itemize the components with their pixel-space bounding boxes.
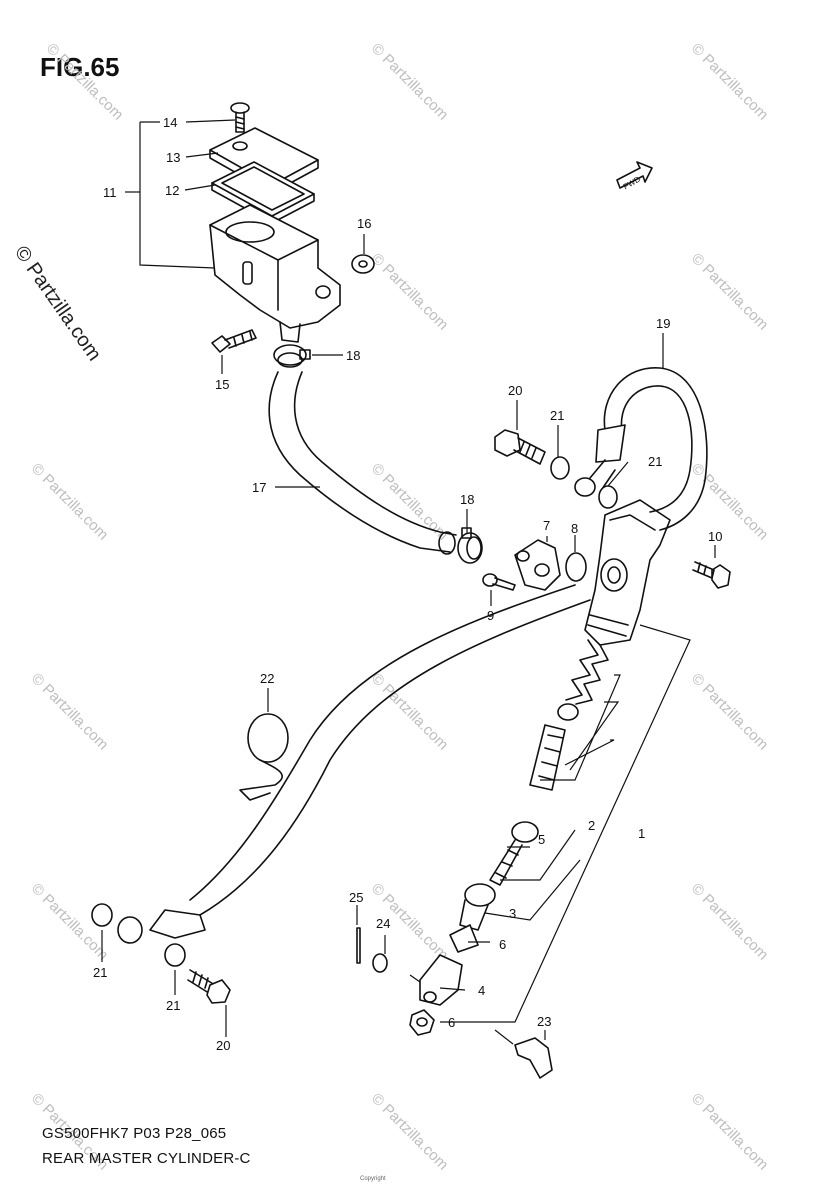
callout-6-upper: 6: [499, 937, 506, 952]
callout-12: 12: [165, 183, 179, 198]
diagram-caption: REAR MASTER CYLINDER-C: [42, 1150, 251, 1167]
callout-9: 9: [487, 608, 494, 623]
callout-25: 25: [349, 890, 363, 905]
callout-6-lower: 6: [448, 1015, 455, 1030]
fwd-arrow-icon: [616, 161, 653, 189]
bolt-10-part: [692, 561, 731, 589]
banjo-bolt-upper-part: [494, 429, 546, 465]
washer-21c-part: [91, 903, 113, 927]
callout-15: 15: [215, 377, 229, 392]
callout-20-lower: 20: [216, 1038, 230, 1053]
callout-10: 10: [708, 529, 722, 544]
washer-21a-part: [550, 456, 570, 480]
callout-24: 24: [376, 916, 390, 931]
screw-9-part: [482, 573, 516, 591]
callout-8: 8: [571, 521, 578, 536]
brake-hose-lower-part: [117, 584, 591, 944]
callout-14: 14: [163, 115, 177, 130]
callout-17: 17: [252, 480, 266, 495]
callout-21-a: 21: [550, 408, 564, 423]
o-ring-8-part: [565, 552, 587, 582]
cap-screw-part: [230, 102, 250, 133]
callout-18-upper: 18: [346, 348, 360, 363]
callout-20-upper: 20: [508, 383, 522, 398]
washer-21b-part: [598, 485, 618, 509]
callout-16: 16: [357, 216, 371, 231]
cotter-pin-25-part: [356, 927, 361, 964]
callout-21-c: 21: [93, 965, 107, 980]
callout-18-lower: 18: [460, 492, 474, 507]
callout-2: 2: [588, 818, 595, 833]
diaphragm-part: [211, 161, 315, 224]
model-code: GS500FHK7 P03 P28_065: [42, 1125, 227, 1142]
reservoir-body-part: [209, 204, 341, 343]
callout-7: 7: [543, 518, 550, 533]
bolt-15-part: [211, 329, 257, 353]
connector-7-part: [514, 539, 561, 591]
callout-4: 4: [478, 983, 485, 998]
washer-21d-part: [164, 943, 186, 967]
callout-23: 23: [537, 1014, 551, 1029]
clip-22-part: [239, 713, 289, 801]
clevis-4-part: [419, 954, 463, 1006]
callout-11: 11: [103, 185, 117, 200]
callout-3: 3: [509, 906, 516, 921]
callout-labels: 1 2 3 4 5 6 6 7 8 9 10 11 12 13 14 15 16…: [93, 115, 722, 1053]
nut-16-part: [351, 254, 375, 274]
hose-clamp-lower-part: [457, 527, 483, 564]
brake-hose-19-part: [574, 367, 708, 531]
piston-assembly-part: [449, 639, 609, 953]
figure-title: FIG.65: [40, 52, 120, 82]
banjo-bolt-lower-part: [187, 969, 231, 1004]
pin-23-part: [514, 1037, 553, 1079]
washer-24-part: [372, 953, 388, 973]
hose-clamp-upper-part: [273, 344, 311, 368]
callout-5: 5: [538, 832, 545, 847]
master-cylinder-body-part: [584, 499, 671, 646]
nut-6-lower-part: [409, 1009, 435, 1036]
callout-21-b: 21: [648, 454, 662, 469]
callout-22: 22: [260, 671, 274, 686]
callout-19: 19: [656, 316, 670, 331]
callout-13: 13: [166, 150, 180, 165]
callout-1: 1: [638, 826, 645, 841]
callout-21-d: 21: [166, 998, 180, 1013]
reservoir-hose-part: [268, 371, 457, 555]
copyright-note: Copyright: [360, 1176, 386, 1182]
